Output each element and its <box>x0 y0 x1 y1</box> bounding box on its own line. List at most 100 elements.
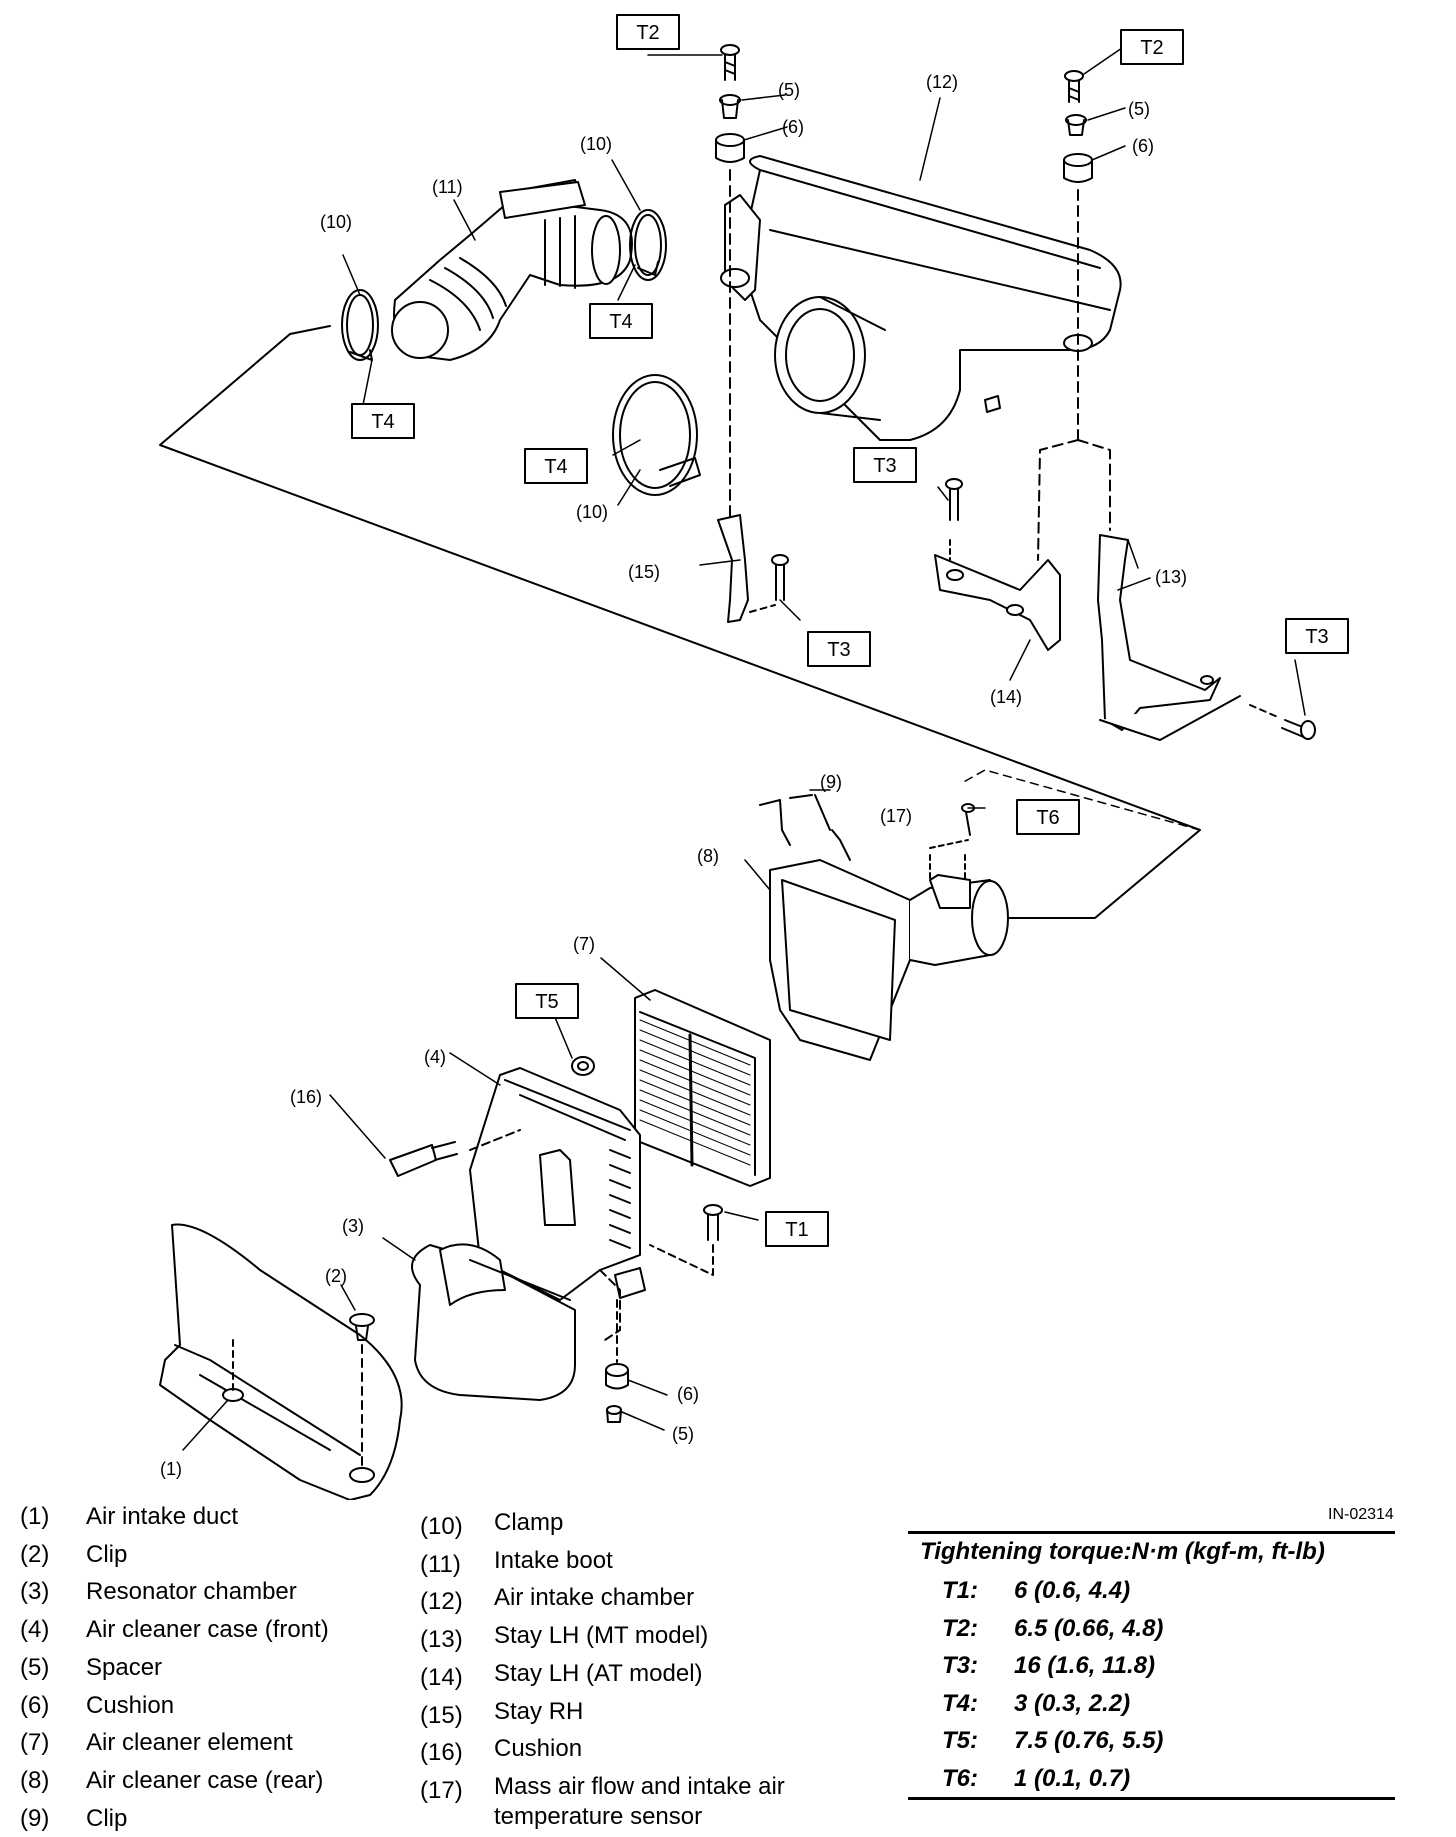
svg-text:T5: T5 <box>535 991 558 1013</box>
legend-item: (17)Mass air flow and intake air tempera… <box>420 1772 894 1832</box>
legend-item: (1)Air intake duct <box>20 1498 329 1536</box>
torque-tag-t4: T4 <box>524 448 588 484</box>
torque-row: T4: 3 (0.3, 2.2) <box>908 1685 1395 1723</box>
leader-lines <box>182 47 1306 1451</box>
legend-item-name: Stay LH (MT model) <box>494 1622 709 1650</box>
torque-key: T4: <box>942 1689 978 1717</box>
figure-reference: IN-02314 <box>1328 1506 1394 1523</box>
mass-air-flow-sensor <box>929 803 975 879</box>
torque-row: T3:16 (1.6, 11.8) <box>908 1647 1395 1685</box>
legend-item: (3) Resonator chamber <box>20 1573 329 1611</box>
legend-item-name: Air cleaner case (rear) <box>86 1766 324 1794</box>
legend-item-number: (8) <box>20 1766 50 1794</box>
callout-7: (7) <box>573 934 595 954</box>
spacer <box>719 94 741 119</box>
clip <box>232 1313 375 1466</box>
stay-rh <box>717 514 789 623</box>
torque-tag-t6: T6 <box>1016 799 1080 835</box>
legend-item-number: (7) <box>20 1729 50 1757</box>
callout-16: (16) <box>290 1087 322 1107</box>
parts-legend-right: (10)Clamp(11)Intake boot(12)Air intake c… <box>420 1508 894 1832</box>
legend-item: (10)Clamp <box>420 1508 894 1546</box>
legend-item: (8) Air cleaner case (rear) <box>20 1762 329 1800</box>
legend-item-name: Intake boot <box>494 1546 613 1574</box>
clamp <box>341 289 379 361</box>
legend-item: (6) Cushion <box>20 1687 329 1725</box>
torque-tag-t2: T2 <box>1120 29 1184 65</box>
clamp <box>612 374 701 496</box>
torque-key: T1: <box>942 1577 978 1604</box>
legend-item: (13) Stay LH (MT model) <box>420 1621 894 1659</box>
torque-tag-t2: T2 <box>616 14 680 50</box>
callout-11: (11) <box>432 177 463 197</box>
svg-text:T4: T4 <box>609 311 632 333</box>
legend-item: (15) Stay RH <box>420 1697 894 1735</box>
svg-text:T3: T3 <box>827 639 850 661</box>
nut <box>571 1056 595 1076</box>
legend-item-number: (16) <box>420 1739 463 1767</box>
legend-item-number: (6) <box>20 1691 50 1719</box>
callout-13: (13) <box>1155 567 1187 587</box>
legend-item: (2)Clip <box>20 1536 329 1574</box>
legend-item-number: (9) <box>20 1804 50 1832</box>
legend-item-name: Resonator chamber <box>86 1578 297 1606</box>
svg-text:T6: T6 <box>1036 807 1059 829</box>
legend-item-number: (5) <box>20 1653 50 1681</box>
legend-item-number: (3) <box>20 1578 50 1606</box>
callout-5: (5) <box>1128 99 1150 119</box>
assembly-axis-line <box>469 1129 621 1341</box>
air-cleaner-case-rear <box>769 859 1009 1061</box>
legend-item-name: Spacer <box>86 1653 163 1681</box>
stay-lh-at <box>934 478 1061 651</box>
legend-item-name: Air cleaner element <box>86 1729 293 1757</box>
legend-item-name: Mass air flow and intake air temperature… <box>494 1772 785 1830</box>
legend-item-number: (13) <box>420 1626 463 1654</box>
torque-table: Tightening torque:N·m (kgf-m, ft-lb) T1:… <box>908 1531 1395 1800</box>
torque-tag-t4: T4 <box>589 303 653 339</box>
callout-4: (4) <box>424 1047 446 1067</box>
callout-5: (5) <box>778 80 800 100</box>
callout-10: (10) <box>576 502 608 522</box>
legend-item: (12) Air intake chamber <box>420 1583 894 1621</box>
legend-item-number: (15) <box>420 1701 463 1729</box>
legend-item: (5) Spacer <box>20 1649 329 1687</box>
legend-item-number: (2) <box>20 1540 50 1568</box>
callout-5: (5) <box>672 1424 694 1444</box>
callout-2: (2) <box>325 1266 347 1286</box>
callout-12: (12) <box>926 72 958 92</box>
svg-text:T2: T2 <box>1140 37 1163 59</box>
legend-item-name: Air intake chamber <box>494 1584 695 1612</box>
legend-item-number: (1) <box>20 1503 50 1530</box>
legend-item-name: Cushion <box>86 1691 175 1719</box>
intake-boot <box>391 179 633 361</box>
air-cleaner-case-front <box>469 1067 646 1301</box>
svg-text:T4: T4 <box>544 456 567 478</box>
cushion <box>715 133 745 163</box>
torque-value: 6 (0.6, 4.4) <box>1014 1577 1131 1604</box>
callout-15: (15) <box>628 562 660 582</box>
legend-item: (14)Stay LH (AT model) <box>420 1659 894 1697</box>
torque-tag-t3: T3 <box>853 447 917 483</box>
stay-lh-mt <box>1097 534 1316 741</box>
callout-8: (8) <box>697 846 719 866</box>
legend-item-number: (14) <box>420 1663 463 1691</box>
assembly-axis-line <box>729 169 1079 521</box>
torque-row: T1: 6 (0.6, 4.4) <box>908 1572 1395 1610</box>
torque-tag-t3: T3 <box>807 631 871 667</box>
torque-tag-t1: T1 <box>765 1211 829 1247</box>
callout-6: (6) <box>677 1384 699 1404</box>
torque-key: T2: <box>942 1614 978 1642</box>
torque-row: T5:7.5 (0.76, 5.5) <box>908 1722 1395 1760</box>
cushion <box>605 1363 629 1390</box>
svg-text:T2: T2 <box>636 22 659 44</box>
cushion-sensor <box>389 1141 458 1177</box>
cushion <box>1063 153 1093 183</box>
legend-item-number: (12) <box>420 1588 463 1616</box>
torque-value: 3 (0.3, 2.2) <box>1014 1689 1131 1717</box>
bolt <box>1064 70 1084 103</box>
callout-10: (10) <box>580 134 612 154</box>
legend-item-name: Stay RH <box>494 1697 584 1725</box>
callout-6: (6) <box>1132 136 1154 156</box>
torque-table-header: Tightening torque:N·m (kgf-m, ft-lb) <box>920 1538 1325 1565</box>
svg-text:T4: T4 <box>371 411 394 433</box>
